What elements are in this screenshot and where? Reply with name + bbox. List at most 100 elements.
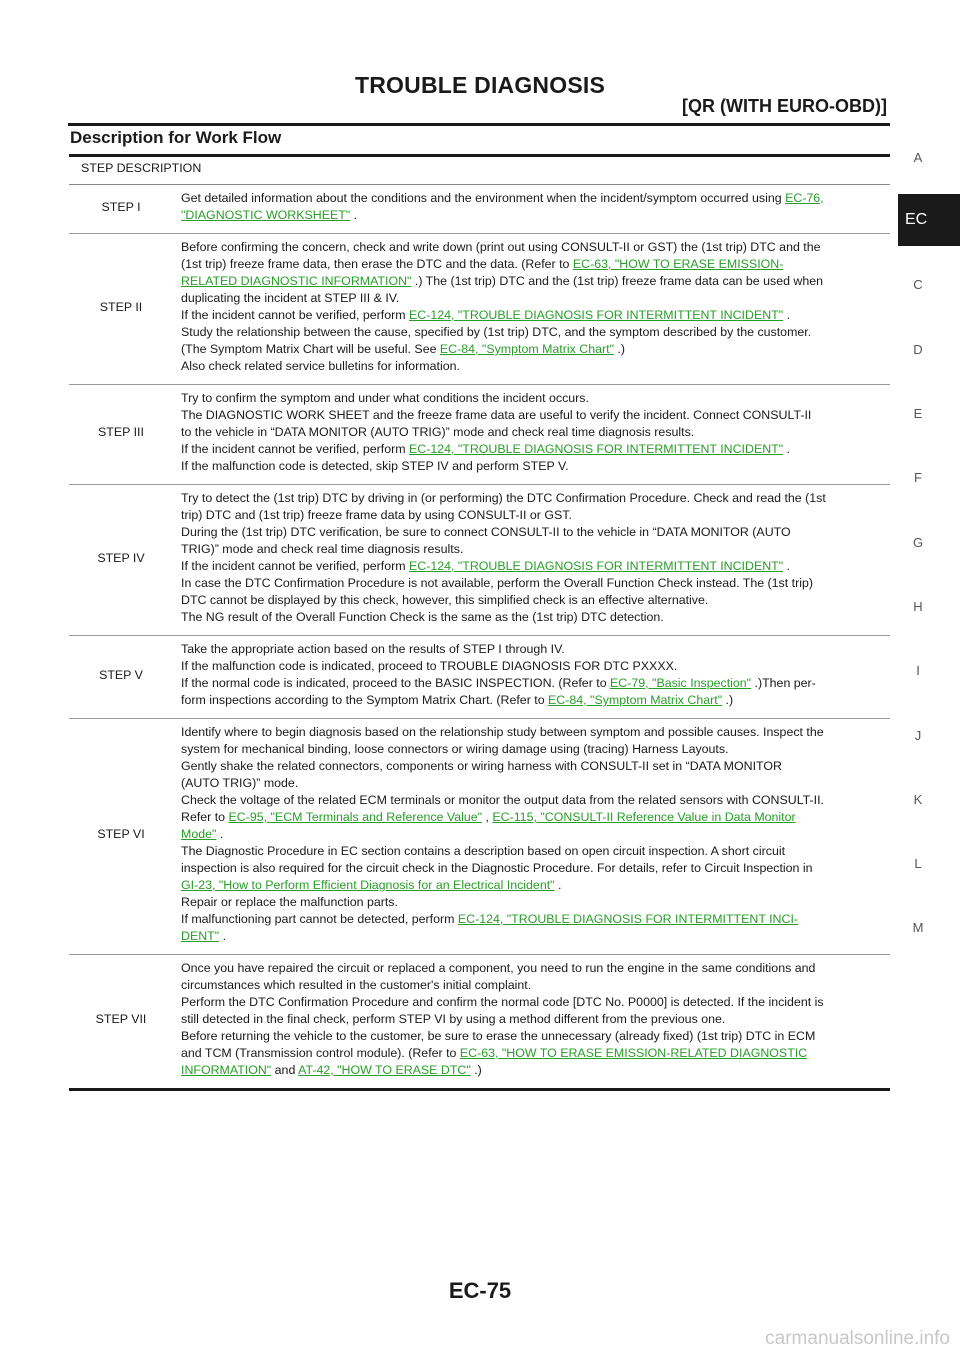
step-cell: STEP V	[99, 667, 143, 682]
cross-reference-link[interactable]: EC-79, "Basic Inspection"	[610, 676, 752, 690]
description-line: "DIAGNOSTIC WORKSHEET" .	[181, 207, 886, 224]
description-text: The NG result of the Overall Function Ch…	[181, 610, 664, 624]
description-text: to the vehicle in “DATA MONITOR (AUTO TR…	[181, 425, 695, 439]
description-line: inspection is also required for the circ…	[181, 860, 886, 877]
description-text: system for mechanical binding, loose con…	[181, 742, 729, 756]
description-line: trip) DTC and (1st trip) freeze frame da…	[181, 507, 886, 524]
description-line: If the malfunction code is detected, ski…	[181, 458, 886, 475]
description-line: Also check related service bulletins for…	[181, 358, 886, 375]
description-text: During the (1st trip) DTC verification, …	[181, 525, 791, 539]
description-text: .	[350, 208, 358, 222]
cross-reference-link[interactable]: EC-76,	[785, 191, 824, 205]
description-cell: Try to detect the (1st trip) DTC by driv…	[173, 485, 890, 636]
description-cell: Try to confirm the symptom and under wha…	[173, 385, 890, 485]
watermark: carmanualsonline.info	[765, 1328, 950, 1349]
table-header: STEP DESCRIPTION	[69, 156, 890, 185]
description-text: Before returning the vehicle to the cust…	[181, 1029, 816, 1043]
header-rule	[68, 123, 890, 126]
description-text: Gently shake the related connectors, com…	[181, 759, 782, 773]
cross-reference-link[interactable]: DENT"	[181, 929, 220, 943]
section-tab-d[interactable]: D	[913, 342, 923, 357]
description-text: Refer to	[181, 810, 229, 824]
cross-reference-link[interactable]: EC-124, "TROUBLE DIAGNOSIS FOR INTERMITT…	[408, 559, 784, 573]
cross-reference-link[interactable]: EC-124, "TROUBLE DIAGNOSIS FOR INTERMITT…	[408, 308, 784, 322]
description-text: Also check related service bulletins for…	[181, 359, 460, 373]
description-line: Refer to EC-95, "ECM Terminals and Refer…	[181, 809, 886, 826]
description-line: Take the appropriate action based on the…	[181, 641, 886, 658]
description-line: In case the DTC Confirmation Procedure i…	[181, 575, 886, 592]
description-text: If the malfunction code is indicated, pr…	[181, 659, 678, 673]
description-text: Once you have repaired the circuit or re…	[181, 961, 816, 975]
description-line: form inspections according to the Sympto…	[181, 692, 886, 709]
description-text: If malfunctioning part cannot be detecte…	[181, 912, 458, 926]
cross-reference-link[interactable]: EC-63, "HOW TO ERASE EMISSION-	[572, 257, 784, 271]
description-line: still detected in the final check, perfo…	[181, 1011, 886, 1028]
description-text: .	[783, 559, 791, 573]
description-text: .	[219, 929, 227, 943]
description-text: If the incident cannot be verified, perf…	[181, 559, 409, 573]
description-text: If the malfunction code is detected, ski…	[181, 459, 569, 473]
section-tab-m[interactable]: M	[912, 920, 924, 935]
description-text: The DIAGNOSTIC WORK SHEET and the freeze…	[181, 408, 812, 422]
description-text: .)	[470, 1063, 482, 1077]
description-text: Before confirming the concern, check and…	[181, 240, 821, 254]
cross-reference-link[interactable]: EC-84, "Symptom Matrix Chart"	[548, 693, 723, 707]
description-line: If the incident cannot be verified, perf…	[181, 307, 886, 324]
description-text: TRIG)” mode and check real time diagnosi…	[181, 542, 464, 556]
cross-reference-link[interactable]: INFORMATION"	[181, 1063, 272, 1077]
section-tab-l[interactable]: L	[914, 856, 922, 871]
description-line: Get detailed information about the condi…	[181, 190, 886, 207]
section-tab-g[interactable]: G	[912, 535, 924, 550]
description-cell: Identify where to begin diagnosis based …	[173, 719, 890, 955]
cross-reference-link[interactable]: RELATED DIAGNOSTIC INFORMATION"	[181, 274, 412, 288]
description-text: circumstances which resulted in the cust…	[181, 978, 532, 992]
section-tab-e[interactable]: E	[913, 406, 923, 421]
table-row: STEP V Take the appropriate action based …	[69, 636, 890, 719]
description-line: Check the voltage of the related ECM ter…	[181, 792, 886, 809]
cross-reference-link[interactable]: EC-115, "CONSULT-II Reference Value in D…	[492, 810, 796, 824]
section-tab-i[interactable]: I	[916, 663, 920, 678]
section-tab-c[interactable]: C	[913, 277, 923, 292]
cross-reference-link[interactable]: "DIAGNOSTIC WORKSHEET"	[181, 208, 351, 222]
description-text: (1st trip) freeze frame data, then erase…	[181, 257, 573, 271]
description-text: Check the voltage of the related ECM ter…	[181, 793, 824, 807]
cross-reference-link[interactable]: GI-23, "How to Perform Efficient Diagnos…	[181, 878, 555, 892]
description-text: still detected in the final check, perfo…	[181, 1012, 726, 1026]
description-line: Study the relationship between the cause…	[181, 324, 886, 341]
description-text: If the incident cannot be verified, perf…	[181, 308, 409, 322]
description-text: and TCM (Transmission control module). (…	[181, 1046, 460, 1060]
section-tab-a[interactable]: A	[913, 150, 923, 165]
description-line: TRIG)” mode and check real time diagnosi…	[181, 541, 886, 558]
cross-reference-link[interactable]: EC-95, "ECM Terminals and Reference Valu…	[228, 810, 483, 824]
description-line: During the (1st trip) DTC verification, …	[181, 524, 886, 541]
description-text: .)	[613, 342, 625, 356]
description-text: Perform the DTC Confirmation Procedure a…	[181, 995, 824, 1009]
description-text: .) The (1st trip) DTC and the (1st trip)…	[411, 274, 824, 288]
description-text: In case the DTC Confirmation Procedure i…	[181, 576, 813, 590]
step-cell: STEP IV	[97, 550, 145, 565]
cross-reference-link[interactable]: EC-63, "HOW TO ERASE EMISSION-RELATED DI…	[459, 1046, 808, 1060]
section-tab-f[interactable]: F	[914, 470, 922, 485]
cross-reference-link[interactable]: Mode"	[181, 827, 217, 841]
cross-reference-link[interactable]: AT-42, "HOW TO ERASE DTC"	[298, 1063, 471, 1077]
section-tab-j[interactable]: J	[914, 728, 922, 743]
page-number: EC-75	[448, 1278, 512, 1303]
description-line: Perform the DTC Confirmation Procedure a…	[181, 994, 886, 1011]
cross-reference-link[interactable]: EC-124, "TROUBLE DIAGNOSIS FOR INTERMITT…	[408, 442, 784, 456]
section-tab-h[interactable]: H	[913, 599, 923, 614]
cross-reference-link[interactable]: EC-124, "TROUBLE DIAGNOSIS FOR INTERMITT…	[457, 912, 799, 926]
step-cell: STEP VI	[97, 827, 145, 841]
description-line: The DIAGNOSTIC WORK SHEET and the freeze…	[181, 407, 886, 424]
cross-reference-link[interactable]: EC-84, "Symptom Matrix Chart"	[439, 342, 614, 356]
description-line: If the malfunction code is indicated, pr…	[181, 658, 886, 675]
description-cell: Take the appropriate action based on the…	[173, 636, 890, 719]
section-tab-k[interactable]: K	[913, 792, 923, 807]
section-tab-ec-active[interactable]: EC	[898, 194, 960, 246]
description-line: Repair or replace the malfunction parts.	[181, 894, 886, 911]
description-text: Repair or replace the malfunction parts.	[181, 895, 398, 909]
description-text: ,	[482, 810, 493, 824]
